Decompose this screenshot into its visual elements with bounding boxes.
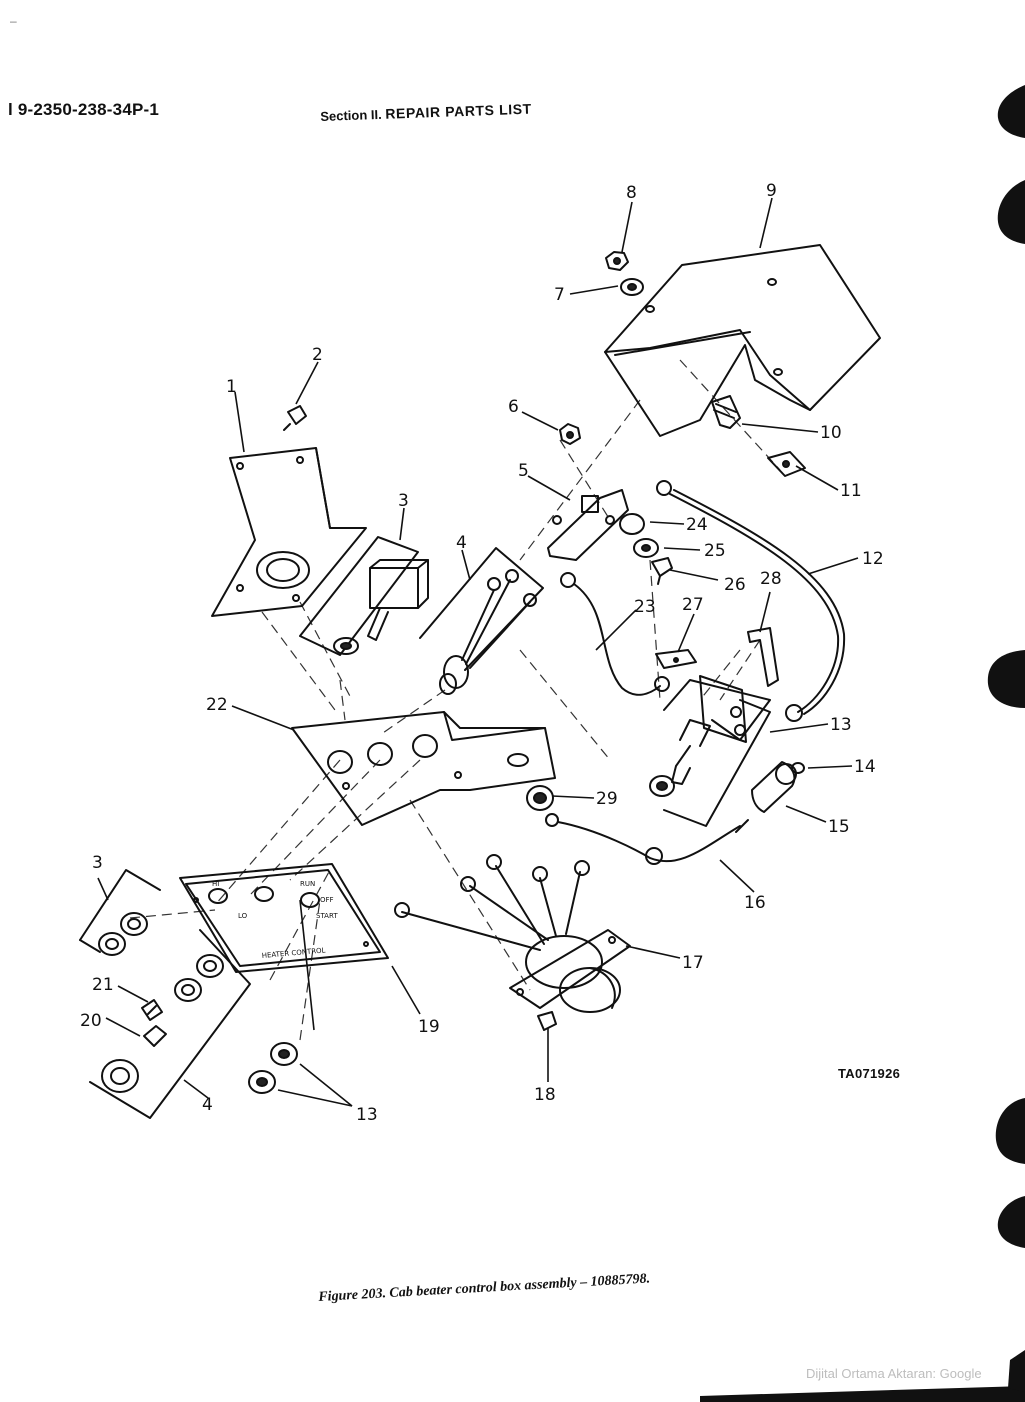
clip-part-14	[791, 762, 805, 774]
washer-part-25	[633, 538, 659, 558]
callout-3-top: 3	[398, 491, 409, 511]
scan-credit: Dijital Ortama Aktaran: Google	[806, 1366, 982, 1381]
washer-part-7	[620, 278, 644, 296]
bracket-part-1	[211, 447, 367, 617]
document-number: l 9-2350-238-34P-1	[8, 100, 160, 119]
lead-part-23	[560, 572, 670, 696]
panel-label-start: START	[316, 912, 338, 920]
callout-16: 16	[744, 893, 766, 913]
screw-part-18	[537, 1011, 557, 1031]
boot-part-15	[751, 761, 797, 813]
scan-edge-artifacts	[700, 85, 1025, 1402]
light-part-20	[143, 1025, 167, 1047]
washer-group-part-13	[248, 1042, 298, 1094]
callout-4-bottom: 4	[202, 1095, 213, 1115]
margin-mark: –	[10, 14, 17, 28]
switch-group-part-13	[649, 675, 771, 827]
nut-group-part-3	[79, 869, 161, 956]
callout-15: 15	[828, 817, 850, 837]
lead-part-12	[656, 480, 846, 722]
screw-part-26	[651, 557, 673, 585]
clip-part-11	[767, 451, 806, 477]
callout-1: 1	[226, 377, 237, 397]
callout-25: 25	[704, 541, 726, 561]
callout-9: 9	[766, 181, 777, 201]
mounting-plate-part-22	[291, 711, 556, 826]
lead-part-16	[545, 813, 749, 865]
panel-label-hi: HI	[212, 880, 219, 888]
callout-7: 7	[554, 285, 565, 305]
callout-12: 12	[862, 549, 884, 569]
cover-part-9	[604, 244, 881, 437]
screw-part-10	[711, 395, 741, 429]
grommet-part-29	[526, 785, 554, 811]
callout-19: 19	[418, 1017, 440, 1037]
callout-8: 8	[626, 183, 637, 203]
callout-5: 5	[518, 461, 529, 481]
callout-28: 28	[760, 569, 782, 589]
leader-lines	[97, 197, 859, 1107]
callout-27: 27	[682, 595, 704, 615]
callout-6: 6	[508, 397, 519, 417]
callout-labels: 1 2 3 3 4 4 5 6 7 8 9 10 11 12 13 13 14 …	[80, 181, 884, 1125]
callout-10: 10	[820, 423, 842, 443]
bracket-part-28	[747, 627, 779, 687]
nut-group-part-4	[89, 929, 251, 1119]
relay-part-5	[547, 489, 629, 561]
spacer-part-24	[619, 513, 645, 535]
callout-23: 23	[634, 597, 656, 617]
callout-29: 29	[596, 789, 618, 809]
panel-label-run: RUN	[300, 880, 315, 888]
callout-20: 20	[80, 1011, 102, 1031]
callout-26: 26	[724, 575, 746, 595]
panel-label-off: OFF	[320, 896, 334, 904]
callout-22: 22	[206, 695, 228, 715]
callout-13-bottom: 13	[356, 1105, 378, 1125]
callout-4-top: 4	[456, 533, 467, 553]
callout-2: 2	[312, 345, 323, 365]
callout-21: 21	[92, 975, 114, 995]
lens-part-21	[141, 999, 163, 1021]
callout-14: 14	[854, 757, 876, 777]
screw-part-2	[283, 405, 307, 431]
harness-group-part-4	[419, 547, 544, 695]
figure-code: TA071926	[838, 1066, 901, 1081]
callout-13-right: 13	[830, 715, 852, 735]
nut-part-8	[605, 251, 629, 271]
nut-part-6	[559, 423, 581, 445]
strap-part-27	[655, 649, 697, 669]
callout-17: 17	[682, 953, 704, 973]
callout-11: 11	[840, 481, 862, 501]
callout-24: 24	[686, 515, 708, 535]
panel-label-lo: LO	[238, 912, 248, 920]
callout-18: 18	[534, 1085, 556, 1105]
callout-3-bottom: 3	[92, 853, 103, 873]
connector-part-17	[394, 854, 631, 1013]
switch-group-part-3	[299, 536, 429, 656]
